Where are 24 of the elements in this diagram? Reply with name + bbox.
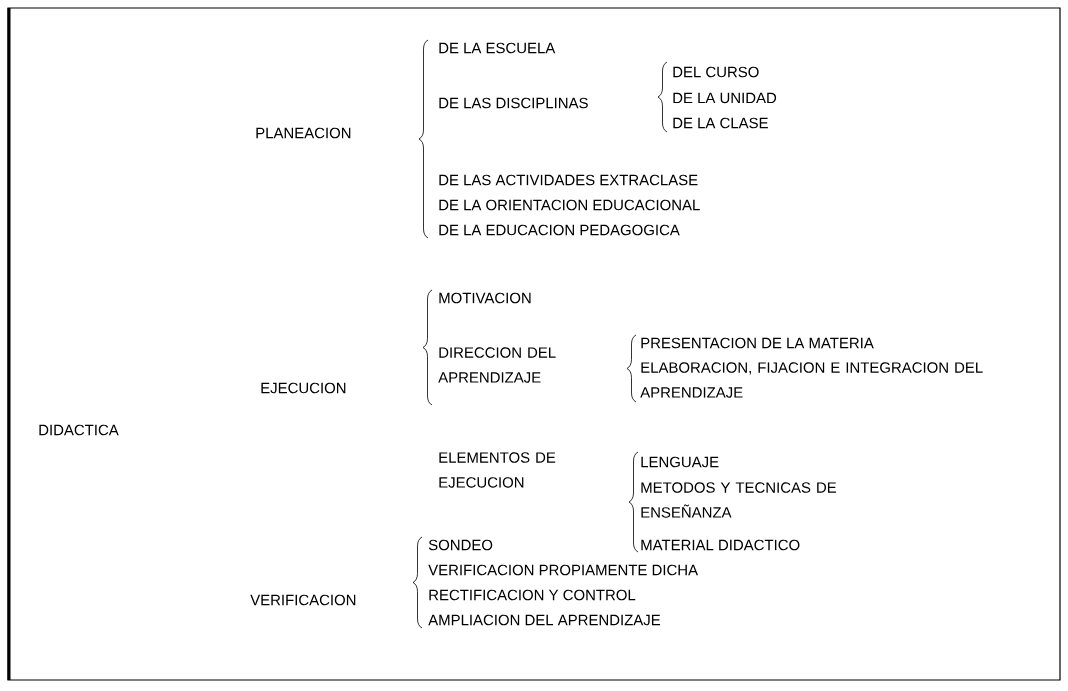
term-text: PRESENTACION DE LA MATERIA (641, 337, 874, 349)
term-text: PLANEACION (256, 127, 351, 139)
term-text: DIDACTICA (39, 424, 119, 436)
term-text: DE LA EDUCACION PEDAGOGICA (439, 224, 680, 236)
term-text: DE LA ORIENTACION EDUCACIONAL (439, 199, 700, 211)
term-text: DIRECCION DEL APRENDIZAJE (438, 347, 556, 383)
term-text: DE LA ESCUELA (439, 42, 556, 54)
term-text: MOTIVACION (439, 292, 531, 304)
term-text: DE LAS DISCIPLINAS (439, 97, 588, 109)
term-text: LENGUAJE (641, 456, 719, 468)
term-text: ELEMENTOS DE EJECUCION (439, 452, 556, 488)
term-text: DEL CURSO (673, 66, 759, 78)
term-text: VERIFICACION (250, 594, 356, 606)
term-text: DE LA UNIDAD (673, 92, 777, 104)
term-text: DE LA CLASE (673, 117, 768, 129)
term-text: ELABORACION, FIJACION E INTEGRACION DEL APRENDIZAJE (640, 362, 983, 398)
term-text: DE LAS ACTIVIDADES EXTRACLASE (439, 174, 698, 186)
term-text: AMPLIACION DEL APRENDIZAJE (428, 614, 661, 626)
term-text: MATERIAL DIDACTICO (641, 539, 800, 551)
term-text: SONDEO (428, 539, 493, 551)
term-text: EJECUCION (261, 382, 346, 394)
term-text: RECTIFICACION Y CONTROL (429, 589, 636, 601)
term-text: METODOS Y TECNICAS DE ENSEÑANZA (641, 482, 837, 518)
term-text: VERIFICACION PROPIAMENTE DICHA (428, 564, 698, 576)
